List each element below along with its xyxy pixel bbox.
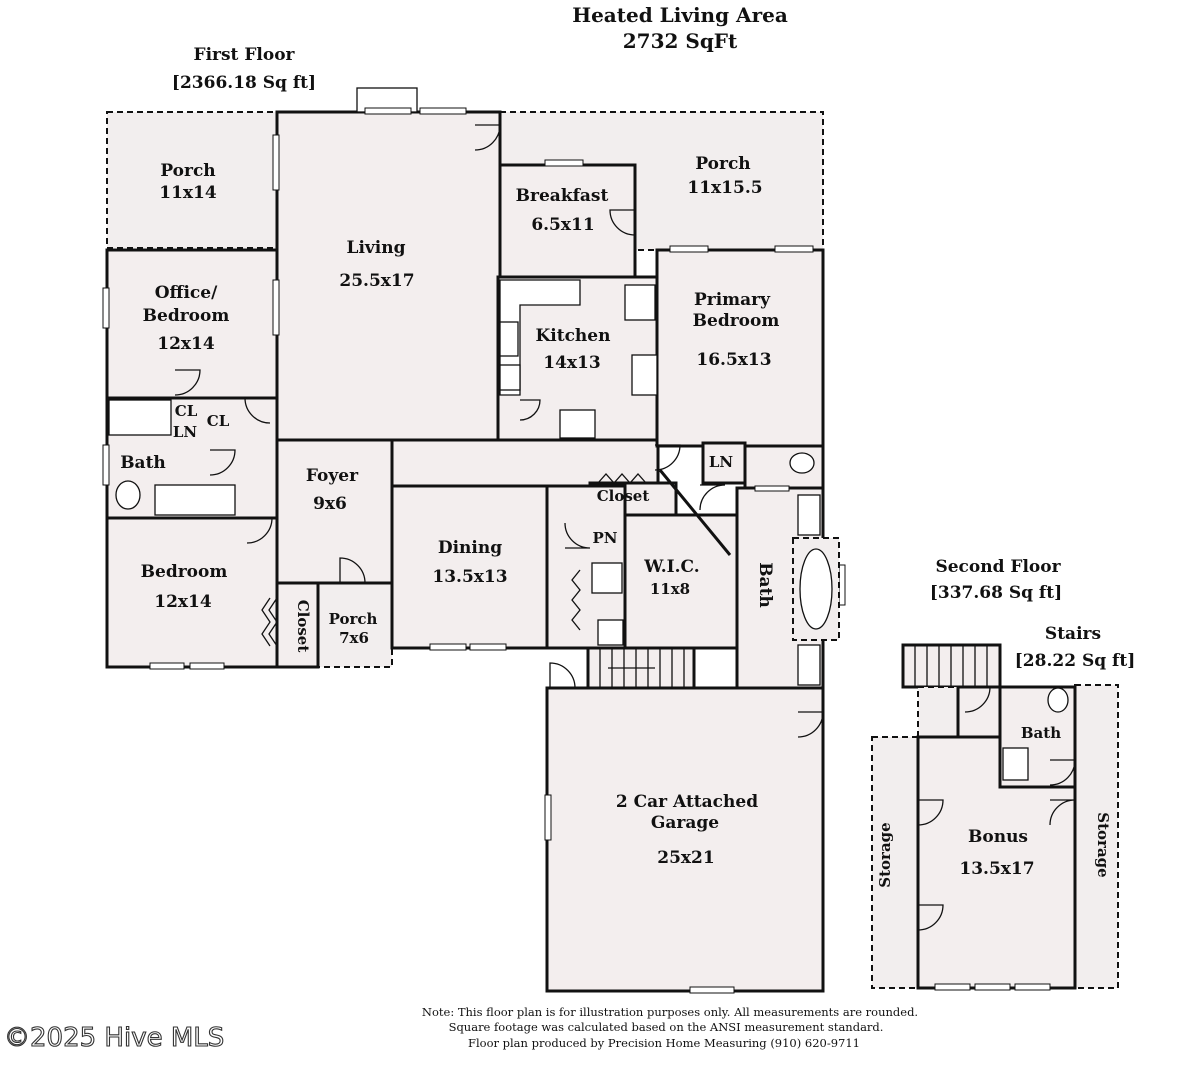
wic-name: W.I.C. bbox=[643, 557, 699, 577]
primary-name-2: Bedroom bbox=[693, 311, 780, 331]
stairs-treads bbox=[599, 645, 988, 688]
range bbox=[631, 354, 658, 396]
vanity-second bbox=[1002, 747, 1029, 781]
porch-left-name: Porch bbox=[160, 161, 215, 181]
garage-size: 25x21 bbox=[657, 848, 714, 868]
garage-room bbox=[545, 686, 825, 993]
vanity-primary-top bbox=[797, 494, 821, 536]
porch-small-size: 7x6 bbox=[339, 629, 369, 647]
tub-left bbox=[108, 399, 172, 436]
closet-lower-label: Closet bbox=[294, 600, 312, 653]
fridge bbox=[559, 409, 596, 439]
foyer-size: 9x6 bbox=[313, 494, 347, 514]
toilet-primary bbox=[789, 452, 815, 474]
primary-size: 16.5x13 bbox=[696, 350, 771, 370]
pantry-bifold bbox=[571, 569, 581, 631]
heated-area-total: 2732 SqFt bbox=[623, 29, 738, 53]
primary-bedroom-room bbox=[655, 248, 825, 448]
garage-name-1: 2 Car Attached bbox=[616, 792, 758, 812]
office-name-1: Office/ bbox=[155, 283, 218, 303]
first-floor-title: First Floor bbox=[194, 45, 296, 65]
foyer-name: Foyer bbox=[306, 466, 359, 486]
toilet-left bbox=[115, 480, 141, 510]
porch-small-area bbox=[317, 582, 393, 668]
windows bbox=[102, 107, 1051, 994]
bath-label-2: Bath bbox=[755, 562, 775, 608]
porch-right-name: Porch bbox=[695, 154, 750, 174]
tub-primary-basin bbox=[799, 548, 833, 630]
storage-right-label: Storage bbox=[1094, 812, 1112, 877]
storage-top-left-area bbox=[917, 686, 959, 738]
vanity-left bbox=[154, 484, 236, 516]
bath-label-1: Bath bbox=[120, 453, 166, 473]
ln-label-1: LN bbox=[173, 423, 198, 441]
kitchen-name: Kitchen bbox=[536, 326, 611, 346]
door-swings bbox=[174, 124, 1076, 931]
porch-right-area bbox=[499, 111, 824, 251]
porch-left-area bbox=[106, 111, 278, 249]
bedroom-name: Bedroom bbox=[141, 562, 228, 582]
storage-left-label: Storage bbox=[876, 822, 894, 887]
closet-upper-label: Closet bbox=[597, 487, 650, 505]
second-floor-title: Second Floor bbox=[935, 557, 1061, 577]
dryer bbox=[597, 619, 624, 646]
porch-right-size: 11x15.5 bbox=[687, 178, 762, 198]
vanity-primary-bottom bbox=[797, 644, 821, 686]
cl-label-2: CL bbox=[207, 412, 230, 430]
pn-label: PN bbox=[593, 529, 618, 547]
living-name: Living bbox=[347, 238, 406, 258]
dining-name: Dining bbox=[438, 538, 502, 558]
stairs-area: [28.22 Sq ft] bbox=[1015, 651, 1136, 671]
bedroom-size: 12x14 bbox=[154, 592, 212, 612]
dishwasher bbox=[499, 364, 521, 391]
closet-bifold bbox=[261, 597, 278, 647]
note-line-2: Square footage was calculated based on t… bbox=[449, 1020, 884, 1034]
note-line-3: Floor plan produced by Precision Home Me… bbox=[468, 1036, 860, 1050]
dining-room bbox=[390, 484, 549, 650]
toilet-second bbox=[1047, 687, 1069, 713]
porch-small-name: Porch bbox=[329, 610, 378, 628]
bath-label-3: Bath bbox=[1021, 724, 1061, 742]
living-room bbox=[275, 110, 502, 487]
wic-diagonal-door bbox=[658, 469, 732, 556]
hall-room bbox=[390, 438, 660, 488]
ln-label-2: LN bbox=[709, 453, 734, 471]
first-floor-area: [2366.18 Sq ft] bbox=[172, 73, 316, 93]
stairs-title: Stairs bbox=[1045, 624, 1101, 644]
storage-left-area bbox=[871, 736, 919, 989]
note-line-1: Note: This floor plan is for illustratio… bbox=[422, 1005, 918, 1019]
garage-name-2: Garage bbox=[651, 813, 719, 833]
bonus-name: Bonus bbox=[968, 827, 1028, 847]
closet-lower-room bbox=[275, 581, 320, 669]
heated-area-title: Heated Living Area bbox=[572, 3, 788, 27]
closet-upper-bifold bbox=[597, 473, 647, 484]
cl-label-1: CL bbox=[175, 402, 198, 420]
second-floor-area: [337.68 Sq ft] bbox=[930, 583, 1062, 603]
office-size: 12x14 bbox=[157, 334, 215, 354]
breakfast-name: Breakfast bbox=[516, 186, 609, 206]
breakfast-size: 6.5x11 bbox=[531, 215, 594, 235]
watermark: ©2025 Hive MLS bbox=[4, 1023, 224, 1053]
wic-size: 11x8 bbox=[650, 580, 690, 598]
porch-left-size: 11x14 bbox=[159, 183, 217, 203]
washer bbox=[591, 562, 623, 594]
hall-second-room bbox=[956, 685, 1002, 739]
kitchen-sink bbox=[499, 321, 519, 357]
primary-name-1: Primary bbox=[694, 290, 771, 310]
dining-size: 13.5x13 bbox=[432, 567, 507, 587]
wall-oven bbox=[624, 284, 656, 321]
kitchen-size: 14x13 bbox=[543, 353, 600, 373]
living-size: 25.5x17 bbox=[339, 271, 414, 291]
bonus-size: 13.5x17 bbox=[959, 859, 1034, 879]
office-name-2: Bedroom bbox=[143, 306, 230, 326]
